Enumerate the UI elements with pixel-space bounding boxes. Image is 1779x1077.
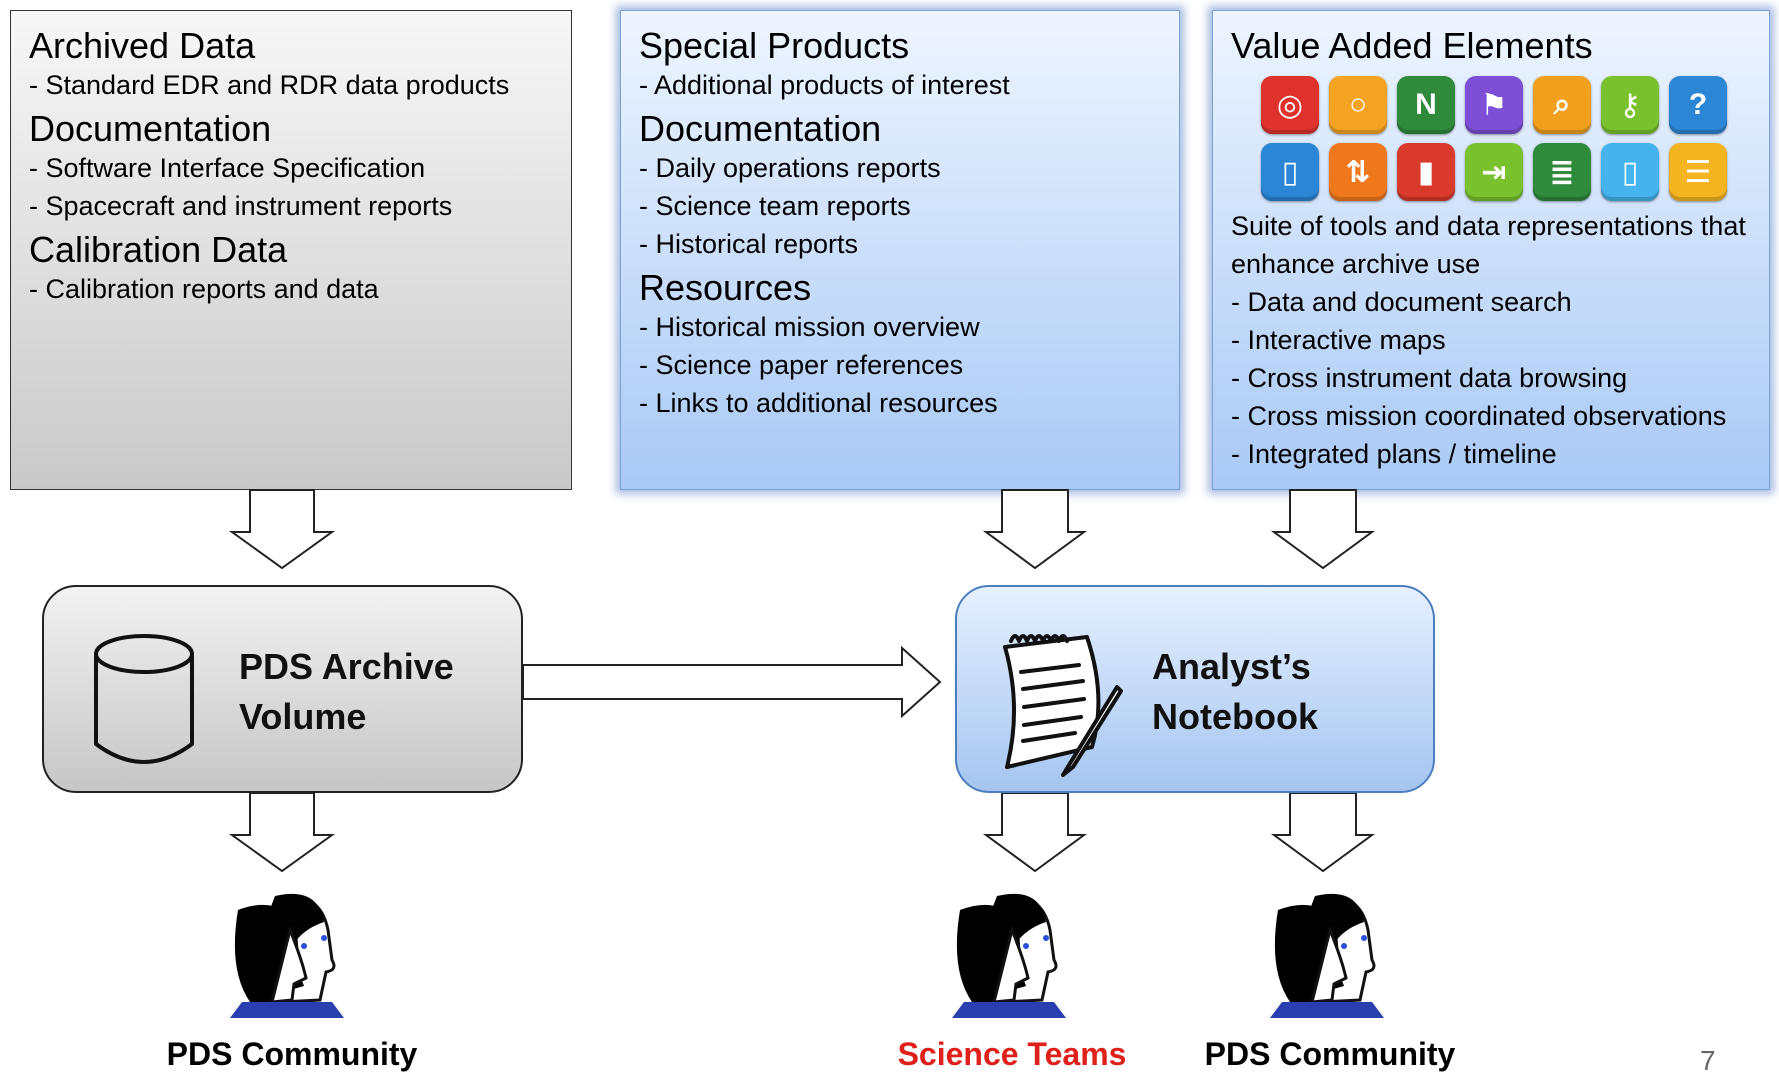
down-arrow (982, 489, 1088, 570)
section-title: Calibration Data (29, 229, 288, 270)
help-icon: ? (1669, 76, 1727, 134)
flag-icon: ⚑ (1465, 76, 1523, 134)
people-icon (952, 893, 1066, 1018)
section-title: Resources (639, 267, 812, 308)
magnifier-icon: ⌕ (1533, 76, 1591, 134)
value-added-panel: Value Added Elements ◎○N⚑⌕⚷?▯⇅▮⇥≣▯☰ Suit… (1212, 10, 1770, 490)
person-label: PDS Community (166, 1036, 418, 1072)
section-title: Value Added Elements (1231, 25, 1593, 66)
right-arrow (522, 645, 942, 719)
sheet-icon: ≣ (1533, 143, 1591, 201)
list-item: - Science team reports (639, 191, 911, 221)
archive-volume-label: PDS Archive Volume (239, 642, 454, 742)
import-arrow-icon: ⇥ (1465, 143, 1523, 201)
list-item: - Additional products of interest (639, 70, 1010, 100)
database-cylinder-icon (94, 634, 194, 764)
down-arrow (982, 792, 1088, 873)
list-item: - Integrated plans / timeline (1231, 439, 1557, 469)
target-icon: ◎ (1261, 76, 1319, 134)
list-item: - Cross mission coordinated observations (1231, 401, 1727, 431)
list-item: - Standard EDR and RDR data products (29, 70, 510, 100)
label-line: Notebook (1152, 696, 1318, 737)
label-line: Volume (239, 696, 367, 737)
analysts-notebook-box: Analyst’s Notebook (955, 585, 1435, 793)
list-item: - Historical mission overview (639, 312, 980, 342)
archive-volume-box: PDS Archive Volume (42, 585, 523, 793)
tool-icon-grid: ◎○N⚑⌕⚷?▯⇅▮⇥≣▯☰ (1261, 76, 1751, 201)
person-label: PDS Community (1204, 1036, 1456, 1072)
north-arrow-icon: N (1397, 76, 1455, 134)
list-item: - Daily operations reports (639, 153, 941, 183)
list-item: - Science paper references (639, 350, 964, 380)
list-item: - Spacecraft and instrument reports (29, 191, 453, 221)
list-item: - Cross instrument data browsing (1231, 363, 1628, 393)
list-item: - Interactive maps (1231, 325, 1446, 355)
section-title: Documentation (639, 108, 882, 149)
notepad-pen-icon (1003, 634, 1123, 777)
bar-chart-icon: ▮ (1397, 143, 1455, 201)
list-item: - Calibration reports and data (29, 274, 379, 304)
sort-arrows-icon: ⇅ (1329, 143, 1387, 201)
timeline-icon: ☰ (1669, 143, 1727, 201)
label-line: PDS Archive (239, 646, 454, 687)
list-item: - Historical reports (639, 229, 859, 259)
document-icon: ▯ (1261, 143, 1319, 201)
list-item: - Links to additional resources (639, 388, 998, 418)
section-title: Special Products (639, 25, 910, 66)
list-item: - Software Interface Specification (29, 153, 426, 183)
list-item: - Data and document search (1231, 287, 1572, 317)
ring-icon: ○ (1329, 76, 1387, 134)
key-icon: ⚷ (1601, 76, 1659, 134)
page-icon: ▯ (1601, 143, 1659, 201)
special-products-panel: Special Products - Additional products o… (620, 10, 1180, 490)
section-title: Documentation (29, 108, 272, 149)
down-arrow (228, 489, 336, 570)
people-icon (1270, 893, 1384, 1018)
archived-data-panel: Archived Data - Standard EDR and RDR dat… (10, 10, 572, 490)
down-arrow (1270, 489, 1376, 570)
section-title: Archived Data (29, 25, 256, 66)
description-text: Suite of tools and data representations … (1231, 211, 1746, 279)
person-label: Science Teams (897, 1036, 1127, 1072)
people-icon (230, 893, 344, 1018)
down-arrow (228, 792, 336, 873)
down-arrow (1270, 792, 1376, 873)
slide-number: 7 (1700, 1045, 1716, 1076)
analysts-notebook-label: Analyst’s Notebook (1152, 642, 1318, 742)
label-line: Analyst’s (1152, 646, 1311, 687)
